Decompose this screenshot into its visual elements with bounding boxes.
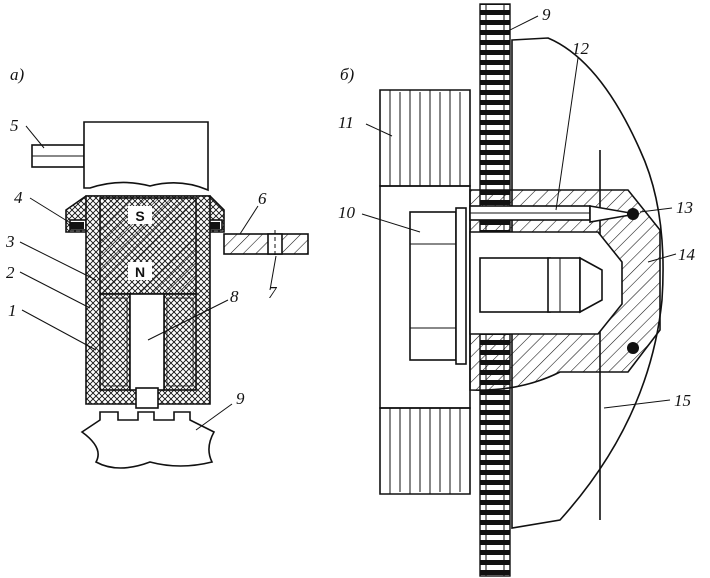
callout-b-11: 11 — [338, 113, 354, 132]
reluctor-wheel — [80, 411, 216, 469]
panel-a-tag: а) — [10, 65, 25, 84]
callout-b-10: 10 — [338, 203, 356, 222]
panel-a: а) S — [5, 65, 309, 469]
grooved-ring — [379, 89, 471, 495]
callout-a-5: 5 — [10, 116, 19, 135]
hub-body — [469, 189, 661, 391]
callout-a-7: 7 — [268, 283, 278, 302]
callout-a-4: 4 — [14, 188, 23, 207]
sensor-cable — [31, 144, 85, 168]
callout-b-15: 15 — [674, 391, 691, 410]
pole-core — [129, 293, 165, 391]
callout-a-9: 9 — [236, 389, 245, 408]
sensor-cap — [83, 121, 209, 192]
callout-a-3: 3 — [5, 232, 15, 251]
callout-a-6: 6 — [258, 189, 267, 208]
callout-b-14: 14 — [678, 245, 696, 264]
panel-a-leaders — [19, 125, 277, 431]
panel-b: б) — [338, 3, 696, 577]
callout-b-9: 9 — [542, 5, 551, 24]
mounting-bracket — [223, 230, 309, 258]
pole-north: N — [135, 264, 145, 280]
callout-a-2: 2 — [6, 263, 15, 282]
bearing-ball-bottom — [627, 342, 639, 354]
hub-nut — [409, 207, 467, 365]
callout-a-8: 8 — [230, 287, 239, 306]
panel-b-leaders — [361, 15, 677, 409]
callout-b-12: 12 — [572, 39, 590, 58]
panel-b-tag: б) — [340, 65, 355, 84]
bearing-ball-top — [627, 208, 639, 220]
sensor-housing: S N — [85, 195, 211, 409]
callout-b-13: 13 — [676, 198, 693, 217]
callout-a-1: 1 — [8, 301, 17, 320]
pole-south: S — [135, 208, 144, 224]
